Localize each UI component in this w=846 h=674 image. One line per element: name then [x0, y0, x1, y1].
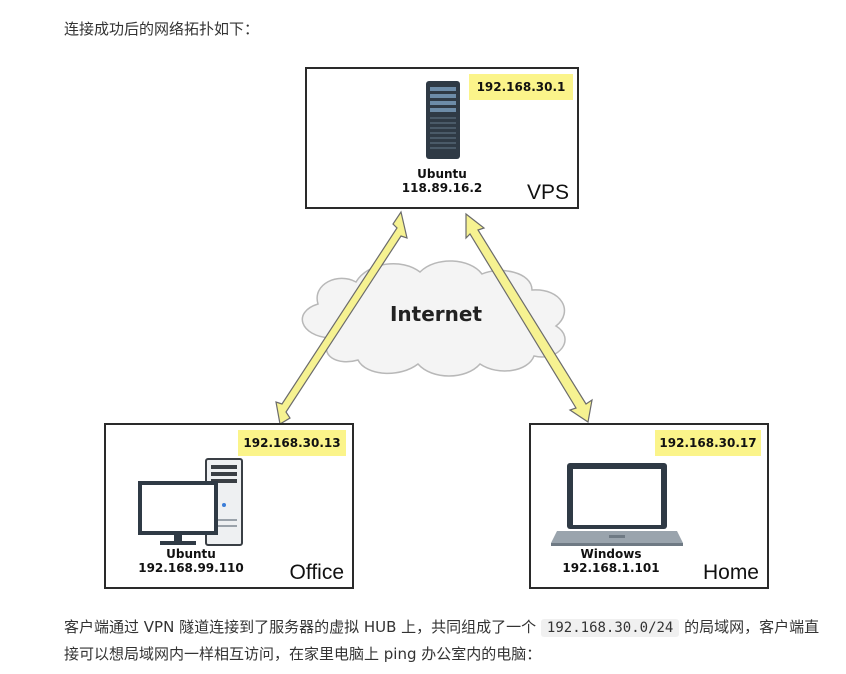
home-host-info: Windows 192.168.1.101 [541, 547, 681, 575]
outro-paragraph: 客户端通过 VPN 隧道连接到了服务器的虚拟 HUB 上，共同组成了一个 192… [64, 614, 834, 667]
intro-paragraph: 连接成功后的网络拓扑如下： [64, 20, 260, 38]
cloud-icon [301, 260, 566, 377]
office-os: Ubuntu [166, 547, 216, 561]
home-os: Windows [580, 547, 642, 561]
desktop-pc-icon [138, 458, 243, 546]
home-label: Home [702, 561, 759, 584]
vps-node: 192.168.30.1 Ubuntu 118.89.16.2 VPS [305, 67, 579, 209]
home-ip-tag: 192.168.30.17 [655, 430, 761, 456]
home-lan-ip: 192.168.1.101 [562, 561, 660, 575]
office-ip-tag: 192.168.30.13 [238, 430, 346, 456]
vps-os: Ubuntu [417, 167, 467, 181]
outro-text-part1: 客户端通过 VPN 隧道连接到了服务器的虚拟 HUB 上，共同组成了一个 [64, 618, 541, 636]
vps-label: VPS [526, 181, 569, 204]
home-vps-link-arrow [465, 212, 593, 424]
laptop-icon [551, 463, 683, 546]
vps-public-ip: 118.89.16.2 [401, 181, 483, 195]
vps-host-info: Ubuntu 118.89.16.2 [377, 167, 507, 195]
office-node: 192.168.30.13 Ubuntu 192.168.99.110 Offi… [104, 423, 354, 589]
subnet-code: 192.168.30.0/24 [540, 619, 680, 637]
server-icon [426, 81, 460, 159]
outro-text-part2: 的局域网，客户端直接可以想局域网内一样相互访问，在家里电脑上 ping 办公室内… [64, 618, 820, 663]
vps-ip-tag: 192.168.30.1 [469, 74, 573, 100]
office-lan-ip: 192.168.99.110 [138, 561, 244, 575]
home-node: 192.168.30.17 Windows 192.168.1.101 Home [529, 423, 769, 589]
office-host-info: Ubuntu 192.168.99.110 [126, 547, 256, 575]
office-label: Office [289, 561, 344, 584]
internet-label: Internet [389, 302, 483, 326]
